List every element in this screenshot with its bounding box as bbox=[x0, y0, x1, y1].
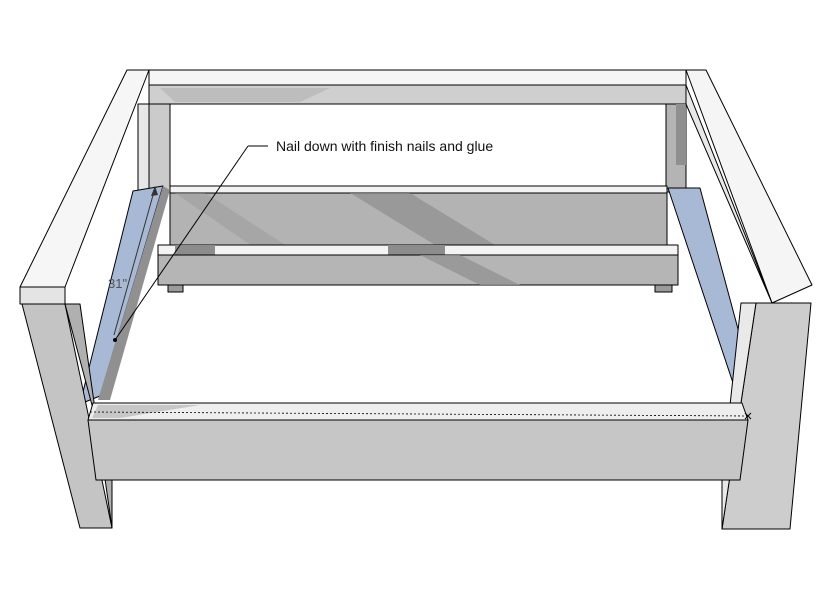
callout-text: Nail down with finish nails and glue bbox=[276, 138, 493, 154]
stretcher-front bbox=[157, 254, 679, 286]
stretcher-top-shadow bbox=[175, 245, 215, 255]
back-apron-top bbox=[169, 185, 668, 194]
dimension-31: 31" bbox=[108, 186, 158, 336]
stretcher-foot-left bbox=[167, 284, 184, 293]
stretcher-front-shadow bbox=[420, 255, 520, 285]
stretcher-top-shadow-2 bbox=[388, 245, 445, 255]
back-apron-shadow-2 bbox=[175, 193, 290, 248]
right-armrest-top bbox=[685, 69, 813, 304]
callout-leader-diagonal bbox=[114, 145, 249, 341]
dimension-arrow-top-icon bbox=[151, 186, 158, 196]
front-rail-front-face bbox=[87, 419, 749, 481]
left-side-slat bbox=[79, 185, 164, 405]
dimension-line bbox=[113, 187, 156, 336]
callout-anchor-dot-icon bbox=[113, 338, 117, 342]
left-arm bbox=[19, 69, 170, 529]
back-right-post-shadow bbox=[676, 104, 686, 165]
front-rail-top-shadow bbox=[92, 405, 200, 418]
front-rail-dotted-guide bbox=[89, 411, 749, 417]
back-apron-shadow-1 bbox=[350, 193, 500, 248]
back-top-rail-shadow bbox=[160, 88, 330, 102]
back-frame bbox=[137, 69, 687, 193]
left-inner-shadow bbox=[98, 186, 170, 400]
back-left-post-side bbox=[137, 103, 150, 193]
stretcher-foot-right bbox=[654, 284, 673, 293]
callout: Nail down with finish nails and glue bbox=[113, 138, 493, 342]
dimension-label: 31" bbox=[108, 276, 127, 291]
right-armrest-inner-edge bbox=[685, 84, 773, 304]
center-stretcher bbox=[157, 244, 679, 293]
left-armrest-front bbox=[19, 286, 66, 305]
back-left-post bbox=[148, 103, 171, 193]
back-top-rail-top bbox=[148, 69, 687, 86]
front-rail bbox=[87, 402, 749, 481]
corner-marker-icon bbox=[744, 412, 752, 420]
back-apron bbox=[169, 185, 668, 249]
